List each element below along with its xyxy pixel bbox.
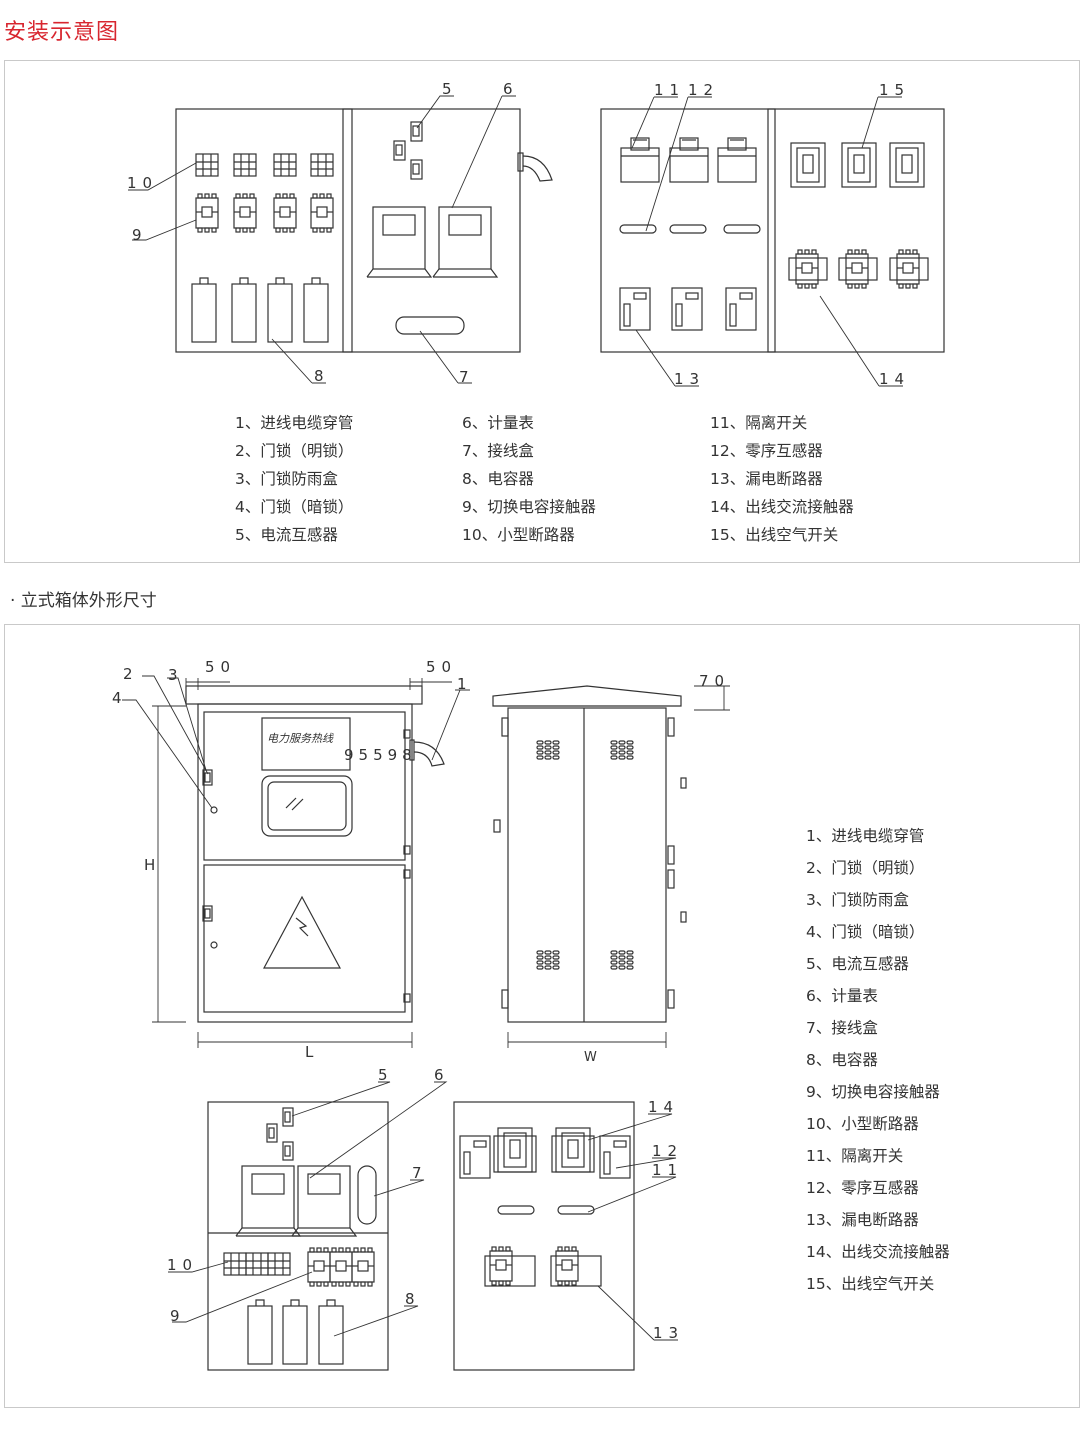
callout-6b: 6 [434,1066,444,1084]
callout-5b: 5 [378,1066,388,1084]
brand-text: 电力服务热线 [267,732,334,745]
dimension-diagram-panel [4,624,1080,1408]
legend2-item-13: 13、漏电断路器 [806,1211,919,1229]
callout-8: 8 [314,367,324,385]
legend2-item-1: 1、进线电缆穿管 [806,827,925,845]
callout-1: 1 [457,675,467,693]
callout-12: 12 [688,81,719,99]
dim-roof: 70 [699,672,730,690]
callout-3: 3 [168,666,178,684]
legend-item-2: 2、门锁（明锁） [235,442,354,460]
legend-item-12: 12、零序互感器 [710,442,823,460]
cabinet-inner-left [175,108,553,353]
legend2-item-10: 10、小型断路器 [806,1115,919,1133]
callout-2: 2 [123,665,133,683]
cabinet-inner-bottom-right [453,1101,635,1371]
legend-item-7: 7、接线盒 [462,442,534,460]
dim-height: H [144,856,155,874]
page-title: 安装示意图 [4,20,120,45]
callout-10b: 10 [167,1256,198,1274]
legend-item-9: 9、切换电容接触器 [462,498,596,516]
callout-11: 11 [654,81,685,99]
legend2-item-7: 7、接线盒 [806,1019,878,1037]
legend2-item-12: 12、零序互感器 [806,1179,919,1197]
legend-item-5: 5、电流互感器 [235,526,338,544]
callout-10: 10 [127,174,158,192]
legend2-item-3: 3、门锁防雨盒 [806,891,909,909]
hotline-number: 95598 [344,746,417,764]
callout-9: 9 [132,226,142,244]
dim-length: L [305,1043,314,1061]
top-leader-lines [128,95,903,387]
callout-7: 7 [459,368,469,386]
legend-item-13: 13、漏电断路器 [710,470,823,488]
legend-item-8: 8、电容器 [462,470,534,488]
legend2-item-15: 15、出线空气开关 [806,1275,935,1293]
callout-5: 5 [442,80,452,98]
cabinet-side-exterior [492,685,687,1023]
installation-diagram-panel [4,60,1080,563]
legend2-item-5: 5、电流互感器 [806,955,909,973]
callout-4: 4 [112,689,122,707]
legend-item-6: 6、计量表 [462,414,534,432]
callout-13b: 13 [653,1324,684,1342]
legend-item-3: 3、门锁防雨盒 [235,470,338,488]
legend2-item-11: 11、隔离开关 [806,1147,904,1165]
callout-labels: 10 9 8 7 5 6 11 12 15 13 14 2 3 4 50 50 … [112,80,910,1342]
cabinet-front-exterior [185,685,445,1023]
callout-14: 14 [879,370,910,388]
legend-item-15: 15、出线空气开关 [710,526,839,544]
callout-11b: 11 [652,1161,683,1179]
section-subtitle: · 立式箱体外形尺寸 [10,591,157,611]
legend2-item-2: 2、门锁（明锁） [806,859,925,877]
callout-12b: 12 [652,1142,683,1160]
cabinet-inner-right [600,108,945,353]
callout-7b: 7 [412,1164,422,1182]
legend-item-14: 14、出线交流接触器 [710,498,854,516]
legend-item-4: 4、门锁（暗锁） [235,498,354,516]
dim-top-left: 50 [205,658,236,676]
callout-8b: 8 [405,1290,415,1308]
callout-13: 13 [674,370,705,388]
legend2-item-4: 4、门锁（暗锁） [806,923,925,941]
legend-item-11: 11、隔离开关 [710,414,808,432]
legend-item-1: 1、进线电缆穿管 [235,414,354,432]
dim-top-right: 50 [426,658,457,676]
callout-15: 15 [879,81,910,99]
callout-14b: 14 [648,1098,679,1116]
legend-item-10: 10、小型断路器 [462,526,575,544]
legend2-item-8: 8、电容器 [806,1051,878,1069]
dim-width: W [584,1050,597,1065]
legend2-item-6: 6、计量表 [806,987,878,1005]
legend2-item-14: 14、出线交流接触器 [806,1243,950,1261]
cabinet-inner-bottom-left [207,1101,389,1371]
callout-6: 6 [503,80,513,98]
bottom-leader-lines [168,1081,678,1341]
legend2-item-9: 9、切换电容接触器 [806,1083,940,1101]
dimension-lines [122,675,730,1048]
callout-9b: 9 [170,1307,180,1325]
